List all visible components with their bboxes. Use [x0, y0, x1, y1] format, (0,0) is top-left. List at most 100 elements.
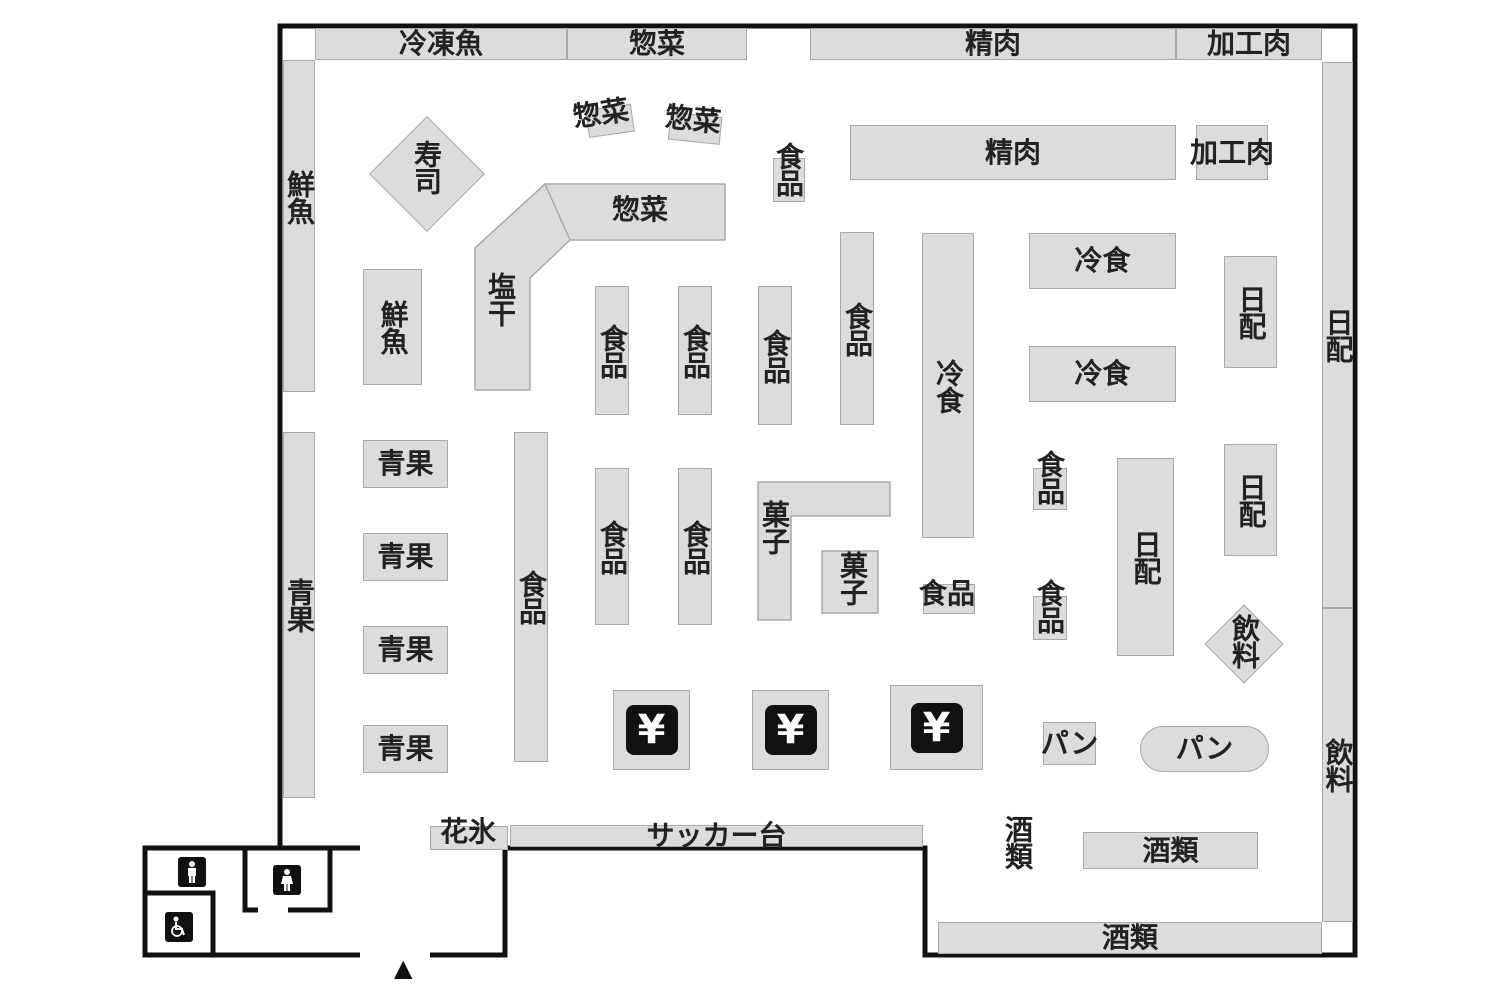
- shelf-label: 食品: [1033, 579, 1066, 633]
- yen-icon: ¥: [910, 702, 963, 753]
- yen-icon: ¥: [625, 705, 678, 755]
- shelf-frozen-fish: 冷凍魚: [315, 28, 567, 60]
- shelf-drinks-wall: 飲料: [1321, 608, 1355, 922]
- shelf-food-4: 食品: [758, 286, 792, 425]
- shelf-daily-3: 日配: [1224, 444, 1277, 556]
- shelf-base: [1033, 596, 1067, 640]
- shelf-label: 冷食: [932, 358, 965, 413]
- shelf-processed-meat-top: 加工肉: [1176, 28, 1322, 60]
- shelf-label: 日配: [1234, 285, 1268, 339]
- shelf-salted-dried: 塩干: [484, 272, 522, 342]
- shelf-label: パン: [1175, 732, 1234, 765]
- shelf-label: 食品: [1033, 450, 1066, 504]
- shelf-label: 青果: [377, 633, 434, 666]
- shelf-processed-meat-mid: 加工肉: [1190, 125, 1274, 180]
- shelf-bread-2: パン: [1140, 726, 1269, 772]
- shelf-food-long: 食品: [514, 432, 548, 762]
- shelf-label: 食品: [918, 577, 975, 610]
- shelf-frozen-food-column: 冷食: [922, 233, 974, 538]
- accessible-restroom-icon: [165, 912, 193, 942]
- shelf-food-10: 食品: [1033, 574, 1067, 640]
- shelf-liquor-2: 酒類: [1083, 832, 1258, 869]
- shelf-food-8: 食品: [915, 576, 979, 614]
- fresh-fish-wall-text: 鮮魚: [283, 170, 317, 240]
- shelf-food-1: 食品: [772, 138, 805, 202]
- shelf-snacks-1: 菓子: [758, 500, 791, 570]
- produce-wall-text: 青果: [283, 578, 317, 648]
- shelf-food-3: 食品: [678, 286, 712, 415]
- female-icon: [281, 869, 293, 891]
- shelf-label: 日配: [1321, 308, 1355, 362]
- shelf-daily-2: 日配: [1117, 458, 1174, 656]
- shelf-label: 食品: [679, 519, 712, 574]
- shelf-deli-top: 惣菜: [567, 28, 747, 60]
- shelf-label: 飲料: [1228, 614, 1261, 668]
- register-1[interactable]: ¥: [613, 690, 690, 770]
- shelf-label: 青果: [377, 732, 434, 765]
- shelf-label: 加工肉: [1190, 135, 1275, 169]
- register-3[interactable]: ¥: [890, 685, 983, 770]
- shelf-label: 酒類: [1142, 833, 1199, 867]
- shelf-label: 精肉: [964, 27, 1021, 60]
- male-icon: [188, 861, 196, 883]
- shelf-label: 花氷: [439, 815, 496, 848]
- shelf-label: 食品: [759, 328, 792, 383]
- sacker-table: サッカー台: [510, 819, 923, 852]
- shelf-base: [1033, 468, 1067, 510]
- shelf-frozen-food-2: 冷食: [1029, 346, 1176, 402]
- shelf-label: 塩干: [484, 272, 517, 326]
- shelf-label: 菓子: [836, 551, 869, 605]
- shelf-label: 冷凍魚: [398, 27, 483, 60]
- shelf-label: 食品: [596, 323, 629, 378]
- shelf-daily-1: 日配: [1224, 256, 1277, 368]
- shelf-label: 飲料: [1321, 738, 1355, 792]
- shelf-label: 寿司: [410, 140, 443, 194]
- shelf-label: 日配: [1129, 530, 1163, 584]
- shelf-daily-wall: 日配: [1321, 62, 1355, 608]
- shelf-label: 菓子: [758, 500, 791, 554]
- shelf-base: [430, 826, 508, 850]
- shelf-frozen-food-1: 冷食: [1029, 233, 1176, 289]
- male-restroom-icon: [178, 857, 206, 887]
- shelf-fresh-fish: 鮮魚: [363, 269, 422, 385]
- shelf-food-6: 食品: [595, 468, 629, 625]
- shelf-liquor-1: 酒類: [1001, 815, 1035, 885]
- shelf-meat-top: 精肉: [810, 28, 1176, 60]
- shelf-base: [1196, 125, 1268, 180]
- shelf-label: 青果: [377, 447, 434, 480]
- shelf-label: 食品: [841, 301, 874, 356]
- shelf-label: サッカー台: [646, 819, 787, 852]
- shelf-label: 冷食: [1074, 357, 1131, 390]
- shelf-label: 食品: [772, 142, 805, 196]
- shelf-bread-1: パン: [1041, 722, 1098, 765]
- shelf-label: 鮮魚: [376, 300, 410, 354]
- shelf-meat-mid: 精肉: [850, 125, 1176, 180]
- entrance-arrow-icon: ▲: [394, 954, 413, 982]
- shelf-label: 食品: [515, 570, 548, 624]
- shelf-produce-1: 青果: [363, 440, 448, 488]
- shelf-label: 精肉: [984, 135, 1041, 169]
- wheelchair-icon: [171, 916, 185, 937]
- shelf-liquor-3: 酒類: [938, 922, 1322, 954]
- shelf-food-9: 食品: [1033, 446, 1067, 510]
- shelf-base: [773, 158, 805, 202]
- female-restroom-icon: [273, 865, 301, 895]
- shelf-flowers-ice: 花氷: [430, 815, 508, 850]
- shelf-base: [923, 584, 975, 614]
- shelf-label: 冷食: [1074, 244, 1131, 277]
- shelf-label: 青果: [377, 540, 434, 573]
- shelf-food-7: 食品: [678, 468, 712, 625]
- shelf-label: 加工肉: [1206, 27, 1291, 60]
- shelf-produce-wall: [283, 432, 315, 798]
- register-2[interactable]: ¥: [752, 690, 829, 770]
- shelf-label: 酒類: [1001, 815, 1034, 869]
- shelf-label: 鮮魚: [283, 170, 316, 224]
- shelf-label: 青果: [283, 578, 316, 632]
- shelf-sushi-text: 寿司: [410, 140, 443, 210]
- shelf-deli-c: 惣菜: [590, 190, 690, 230]
- shelf-food-2: 食品: [595, 286, 629, 415]
